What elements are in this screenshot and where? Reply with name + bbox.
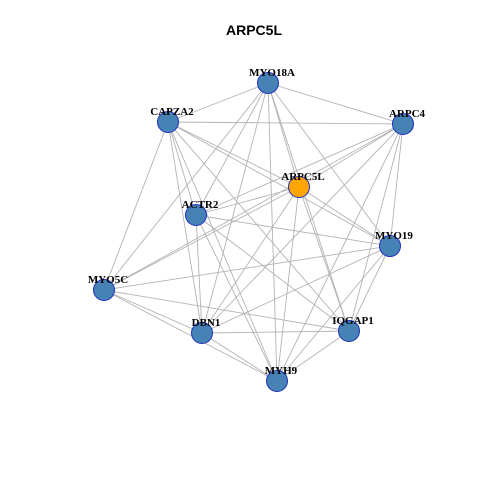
edge-actr2-iqgap1 <box>195 214 350 332</box>
edge-myo18a-myo19 <box>267 82 391 247</box>
edge-myo18a-myh9 <box>267 82 278 382</box>
node-myo5c[interactable] <box>93 279 115 301</box>
edge-myo19-myh9 <box>276 245 391 382</box>
edge-myo19-iqgap1 <box>348 245 391 332</box>
edge-capza2-arpc5l <box>167 121 300 188</box>
edge-arpc4-iqgap1 <box>348 123 404 332</box>
nodes-layer <box>93 72 414 392</box>
node-capza2[interactable] <box>157 111 179 133</box>
edge-actr2-dbn1 <box>195 214 203 334</box>
node-myo19[interactable] <box>379 235 401 257</box>
edge-myo18a-iqgap1 <box>267 82 350 332</box>
edge-myo18a-capza2 <box>167 82 269 123</box>
edge-actr2-myo19 <box>195 214 391 247</box>
edge-arpc4-actr2 <box>195 123 404 216</box>
node-label-arpc5l: ARPC5L <box>281 171 324 183</box>
edge-dbn1-iqgap1 <box>201 330 350 334</box>
node-label-capza2: CAPZA2 <box>150 106 194 118</box>
node-label-arpc4: ARPC4 <box>389 108 426 120</box>
graph-title: ARPC5L <box>226 22 282 38</box>
edge-myo18a-dbn1 <box>201 82 269 334</box>
node-myo18a[interactable] <box>257 72 279 94</box>
node-myh9[interactable] <box>266 370 288 392</box>
node-label-actr2: ACTR2 <box>182 199 219 211</box>
edge-myo18a-actr2 <box>195 82 269 216</box>
edge-myo18a-myo5c <box>103 82 269 291</box>
edge-capza2-dbn1 <box>167 121 203 334</box>
edge-iqgap1-myh9 <box>276 330 350 382</box>
edge-capza2-iqgap1 <box>167 121 350 332</box>
edge-myo18a-arpc5l <box>267 82 300 188</box>
edge-dbn1-myh9 <box>201 332 278 382</box>
node-arpc5l[interactable] <box>288 176 310 198</box>
edges-layer <box>103 82 404 382</box>
edge-myo5c-dbn1 <box>103 289 203 334</box>
node-arpc4[interactable] <box>392 113 414 135</box>
edge-arpc5l-myh9 <box>276 186 300 382</box>
edge-actr2-myh9 <box>195 214 278 382</box>
edge-arpc4-myh9 <box>276 123 404 382</box>
edge-arpc4-myo5c <box>103 123 404 291</box>
edge-capza2-myo19 <box>167 121 391 247</box>
node-label-myo18a: MYO18A <box>249 67 295 79</box>
node-label-myo19: MYO19 <box>375 230 413 242</box>
edge-myo5c-myh9 <box>103 289 278 382</box>
edge-arpc4-arpc5l <box>298 123 404 188</box>
node-label-myo5c: MYO5C <box>88 274 128 286</box>
node-actr2[interactable] <box>185 204 207 226</box>
edge-myo18a-arpc4 <box>267 82 404 125</box>
node-label-dbn1: DBN1 <box>192 317 221 329</box>
edge-myo19-myo5c <box>103 245 391 291</box>
node-label-myh9: MYH9 <box>265 365 298 377</box>
edge-arpc5l-actr2 <box>195 186 300 216</box>
edge-arpc5l-myo19 <box>298 186 391 247</box>
node-dbn1[interactable] <box>191 322 213 344</box>
edge-capza2-myh9 <box>167 121 278 382</box>
edge-capza2-arpc4 <box>167 121 404 125</box>
node-label-iqgap1: IQGAP1 <box>332 315 374 327</box>
edge-myo5c-iqgap1 <box>103 289 350 332</box>
edge-capza2-myo5c <box>103 121 169 291</box>
edge-myo19-dbn1 <box>201 245 391 334</box>
edge-capza2-actr2 <box>167 121 197 216</box>
node-iqgap1[interactable] <box>338 320 360 342</box>
edge-arpc4-myo19 <box>389 123 404 247</box>
edge-arpc4-dbn1 <box>201 123 404 334</box>
edge-arpc5l-iqgap1 <box>298 186 350 332</box>
edge-arpc5l-myo5c <box>103 186 300 291</box>
